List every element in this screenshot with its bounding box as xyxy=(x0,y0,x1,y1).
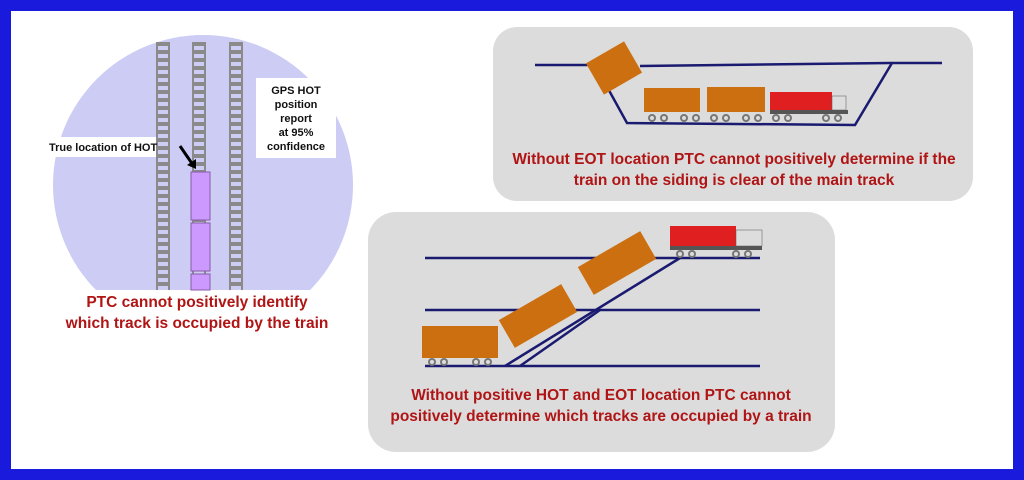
top-panel: Without EOT location PTC cannot positive… xyxy=(493,27,973,201)
gps-label-box xyxy=(256,78,336,158)
crossover-track xyxy=(519,308,601,368)
bottom-panel: Without positive HOT and EOT location PT… xyxy=(368,212,835,452)
hot-train xyxy=(190,171,211,291)
bottom-caption: Without positive HOT and EOT location PT… xyxy=(411,387,791,404)
gps-label-line: GPS HOT xyxy=(271,85,321,97)
gps-label-line: report xyxy=(280,113,312,125)
gps-label-line: confidence xyxy=(267,141,325,153)
freight-car xyxy=(422,326,498,358)
bottom-caption: positively determine which tracks are oc… xyxy=(390,408,811,425)
locomotive xyxy=(670,226,763,250)
arrow-head-icon xyxy=(187,159,196,169)
true-location-label: True location of HOT xyxy=(49,142,157,154)
freight-car xyxy=(577,231,657,295)
locomotive xyxy=(770,92,848,114)
gps-label-line: position xyxy=(275,99,318,111)
gps-label-line: at 95% xyxy=(279,127,314,139)
top-caption: Without EOT location PTC cannot positive… xyxy=(512,151,956,168)
crossover-track xyxy=(504,256,681,368)
track-3 xyxy=(229,42,243,290)
freight-car xyxy=(498,284,578,348)
freight-car xyxy=(707,87,765,112)
arrow-icon xyxy=(178,145,195,166)
main-track xyxy=(639,61,893,68)
left-panel: True location of HOT GPS HOT position re… xyxy=(46,35,353,332)
freight-car xyxy=(644,88,700,112)
track-1 xyxy=(156,42,170,290)
left-caption: PTC cannot positively identify xyxy=(86,294,308,311)
true-location-label-box xyxy=(46,137,156,157)
left-caption: which track is occupied by the train xyxy=(65,315,329,332)
siding-track xyxy=(535,61,942,127)
freight-car xyxy=(585,41,643,95)
top-caption: train on the siding is clear of the main… xyxy=(574,172,895,189)
